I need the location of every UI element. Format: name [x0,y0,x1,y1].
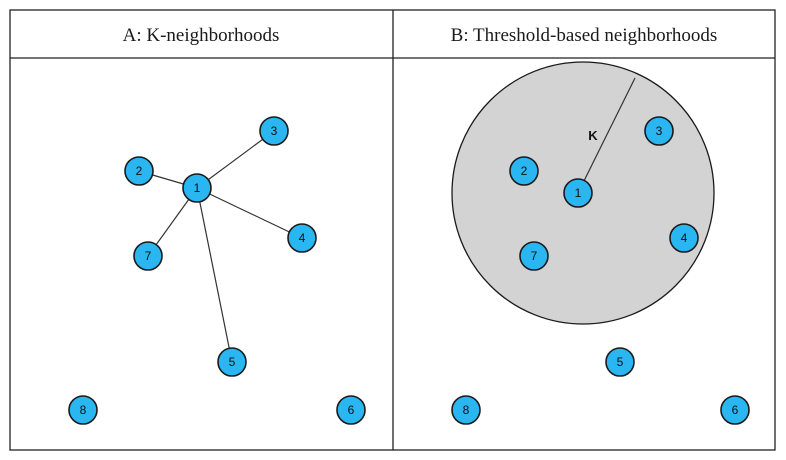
edge-1-5 [196,187,233,363]
panel-b: K 1 2 3 4 5 6 7 8 [451,61,750,425]
node-a-1-label: 1 [194,181,201,195]
node-b-6-label: 6 [732,403,739,417]
node-b-7: 7 [519,241,549,271]
node-b-4-label: 4 [681,231,688,245]
panel-a: 1 2 3 4 5 6 7 8 [68,116,366,425]
radius-label: K [588,128,598,143]
panel-b-nodes: 1 2 3 4 5 6 7 8 [451,116,750,425]
node-b-4: 4 [669,223,699,253]
edge-1-4 [196,187,303,239]
node-b-5-label: 5 [617,355,624,369]
node-b-5: 5 [605,347,635,377]
node-a-8-label: 8 [80,403,87,417]
node-a-3-label: 3 [271,124,278,138]
node-b-3-label: 3 [656,124,663,138]
node-a-4: 4 [287,223,317,253]
panel-b-title: B: Threshold-based neighborhoods [451,25,718,46]
node-a-3: 3 [259,116,289,146]
panel-a-edges [138,130,303,363]
node-b-7-label: 7 [531,249,538,263]
node-a-4-label: 4 [299,231,306,245]
node-a-5-label: 5 [229,355,236,369]
node-b-6: 6 [720,395,750,425]
node-a-7-label: 7 [145,249,152,263]
node-b-2: 2 [509,156,539,186]
node-a-1: 1 [182,173,212,203]
node-a-8: 8 [68,395,98,425]
node-b-8-label: 8 [463,403,470,417]
panel-a-title: A: K-neighborhoods [123,25,280,46]
node-a-6-label: 6 [348,403,355,417]
node-a-2: 2 [124,156,154,186]
panel-a-nodes: 1 2 3 4 5 6 7 8 [68,116,366,425]
node-a-7: 7 [133,241,163,271]
node-b-1-label: 1 [575,186,582,200]
node-a-5: 5 [217,347,247,377]
node-b-8: 8 [451,395,481,425]
node-a-6: 6 [336,395,366,425]
node-b-2-label: 2 [521,164,528,178]
node-b-3: 3 [644,116,674,146]
radius-line [577,77,636,194]
edge-1-3 [196,130,275,189]
node-a-2-label: 2 [136,164,143,178]
node-b-1: 1 [563,178,593,208]
